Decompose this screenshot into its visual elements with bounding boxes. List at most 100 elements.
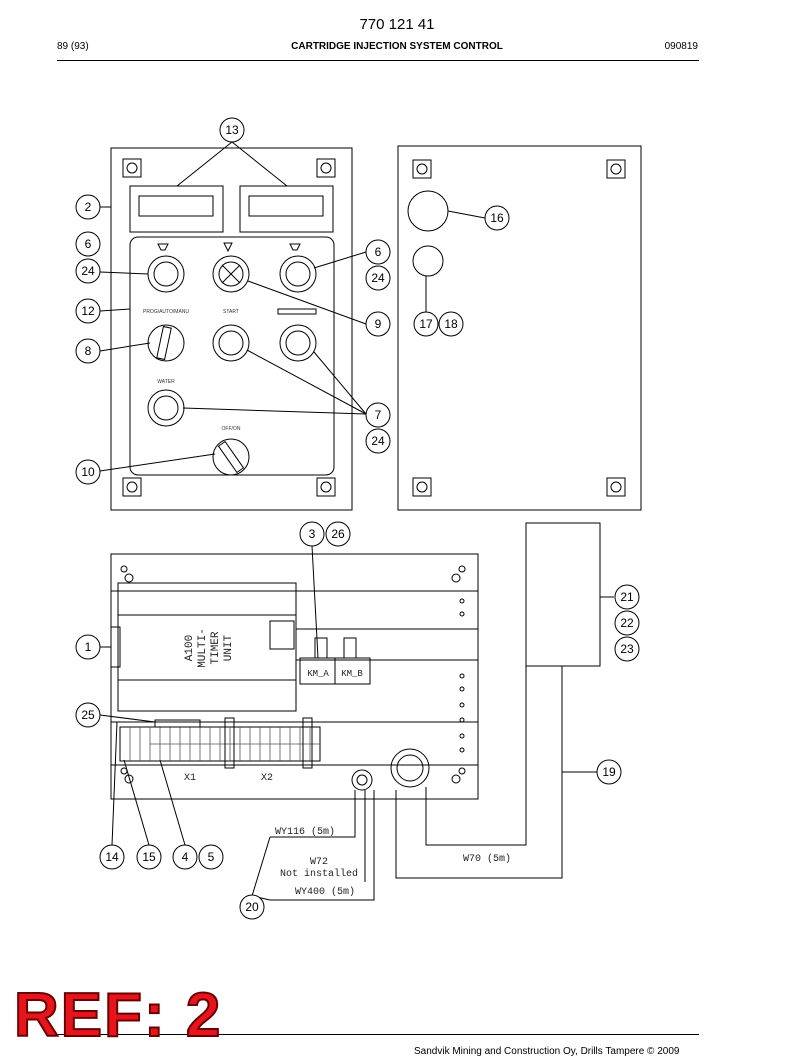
cable-w72: W72: [310, 857, 328, 868]
svg-text:UNIT: UNIT: [223, 634, 235, 661]
gland-wy116: [351, 769, 373, 791]
leader-lines: [99, 141, 614, 901]
svg-text:9: 9: [375, 317, 382, 331]
svg-text:24: 24: [371, 271, 385, 285]
callout-5: 5: [198, 844, 224, 870]
svg-text:8: 8: [85, 344, 92, 358]
water-button: [147, 389, 185, 427]
callout-19: 19: [596, 759, 622, 785]
callout-25: 25: [75, 702, 101, 728]
svg-text:12: 12: [81, 304, 95, 318]
cartridge-button: [279, 324, 317, 362]
callout-23: 23: [614, 636, 640, 662]
callout-24: 24: [365, 428, 391, 454]
svg-text:24: 24: [81, 264, 95, 278]
svg-text:20: 20: [245, 900, 259, 914]
svg-text:17: 17: [419, 317, 433, 331]
cable-w70: W70 (5m): [463, 853, 511, 865]
main-switch: [212, 438, 250, 476]
callout-13: 13: [219, 117, 245, 143]
callout-18: 18: [438, 311, 464, 337]
cable-gland-large: [407, 190, 449, 232]
cable-gland-small: [412, 245, 444, 277]
callout-4: 4: [172, 844, 198, 870]
callout-24: 24: [365, 265, 391, 291]
start-button: [212, 324, 250, 362]
indicator-lamp-right: [279, 255, 317, 293]
junction-box: [525, 522, 601, 667]
callout-10: 10: [75, 459, 101, 485]
nozzle-icon: [157, 243, 169, 251]
warning-icon: [223, 242, 233, 253]
svg-text:MULTI-: MULTI-: [197, 628, 209, 668]
svg-text:24: 24: [371, 434, 385, 448]
callout-22: 22: [614, 610, 640, 636]
footer-copyright: Sandvik Mining and Construction Oy, Dril…: [414, 1046, 680, 1057]
page-number: 89 (93): [57, 41, 89, 52]
terminal-x2: X2: [261, 773, 273, 784]
cable-wy400: WY400 (5m): [295, 886, 355, 898]
callout-14: 14: [99, 844, 125, 870]
timer-unit-name: A100: [184, 635, 196, 661]
page-title: CARTRIDGE INJECTION SYSTEM CONTROL: [291, 41, 503, 52]
label-prog-auto-manu: PROG/AUTO/MANU: [143, 309, 189, 315]
nozzle-icon: [289, 243, 301, 251]
callout-9: 9: [365, 311, 391, 337]
ref-stamp: REF: 2: [13, 981, 223, 1050]
terminal-x1: X1: [184, 773, 196, 784]
callout-3: 3: [299, 521, 325, 547]
svg-text:6: 6: [375, 245, 382, 259]
svg-text:1: 1: [85, 640, 92, 654]
mode-selector-switch: [147, 324, 185, 362]
callout-17: 17: [413, 311, 439, 337]
svg-text:4: 4: [182, 850, 189, 864]
control-box: A100 MULTI- TIMER UNIT KM_A KM_B X1 X2: [110, 553, 479, 800]
rear-panel: [397, 145, 642, 511]
callout-16: 16: [484, 205, 510, 231]
label-water: WATER: [157, 379, 175, 385]
timer-unit: [117, 582, 297, 712]
indicator-lamp-left: [147, 255, 185, 293]
callout-20: 20: [239, 894, 265, 920]
svg-text:15: 15: [142, 850, 156, 864]
callout-8: 8: [75, 338, 101, 364]
document-number: 770 121 41: [359, 16, 435, 33]
svg-text:6: 6: [85, 237, 92, 251]
callout-6: 6: [365, 239, 391, 265]
control-panel: PROG/AUTO/MANU START WATER OFF/ON: [110, 147, 353, 511]
svg-text:23: 23: [620, 642, 634, 656]
callout-15: 15: [136, 844, 162, 870]
callout-24: 24: [75, 258, 101, 284]
label-off-on: OFF/ON: [222, 426, 241, 432]
svg-text:13: 13: [225, 123, 239, 137]
contactor-km-a: KM_A: [307, 669, 329, 679]
callout-26: 26: [325, 521, 351, 547]
cables: WY116 (5m) W72 Not installed WY400 (5m) …: [270, 666, 563, 901]
cable-w72-note: Not installed: [280, 868, 358, 880]
header-rule: [57, 60, 699, 61]
svg-text:21: 21: [620, 590, 634, 604]
svg-text:7: 7: [375, 408, 382, 422]
svg-text:19: 19: [602, 765, 616, 779]
svg-text:10: 10: [81, 465, 95, 479]
callout-2: 2: [75, 194, 101, 220]
footer-rule: [57, 1034, 699, 1035]
svg-text:2: 2: [85, 200, 92, 214]
callout-12: 12: [75, 298, 101, 324]
label-start: START: [223, 309, 239, 315]
svg-text:26: 26: [331, 527, 345, 541]
callout-6: 6: [75, 231, 101, 257]
callout-21: 21: [614, 584, 640, 610]
svg-text:18: 18: [444, 317, 458, 331]
svg-text:TIMER: TIMER: [210, 631, 222, 664]
cable-wy116: WY116 (5m): [275, 826, 335, 838]
document-date: 090819: [664, 41, 698, 52]
callout-7: 7: [365, 402, 391, 428]
contactor-km-b: KM_B: [341, 669, 363, 679]
svg-text:22: 22: [620, 616, 634, 630]
svg-text:5: 5: [208, 850, 215, 864]
gland-w70: [390, 748, 430, 788]
callout-1: 1: [75, 634, 101, 660]
cartridge-icon: [277, 308, 317, 315]
